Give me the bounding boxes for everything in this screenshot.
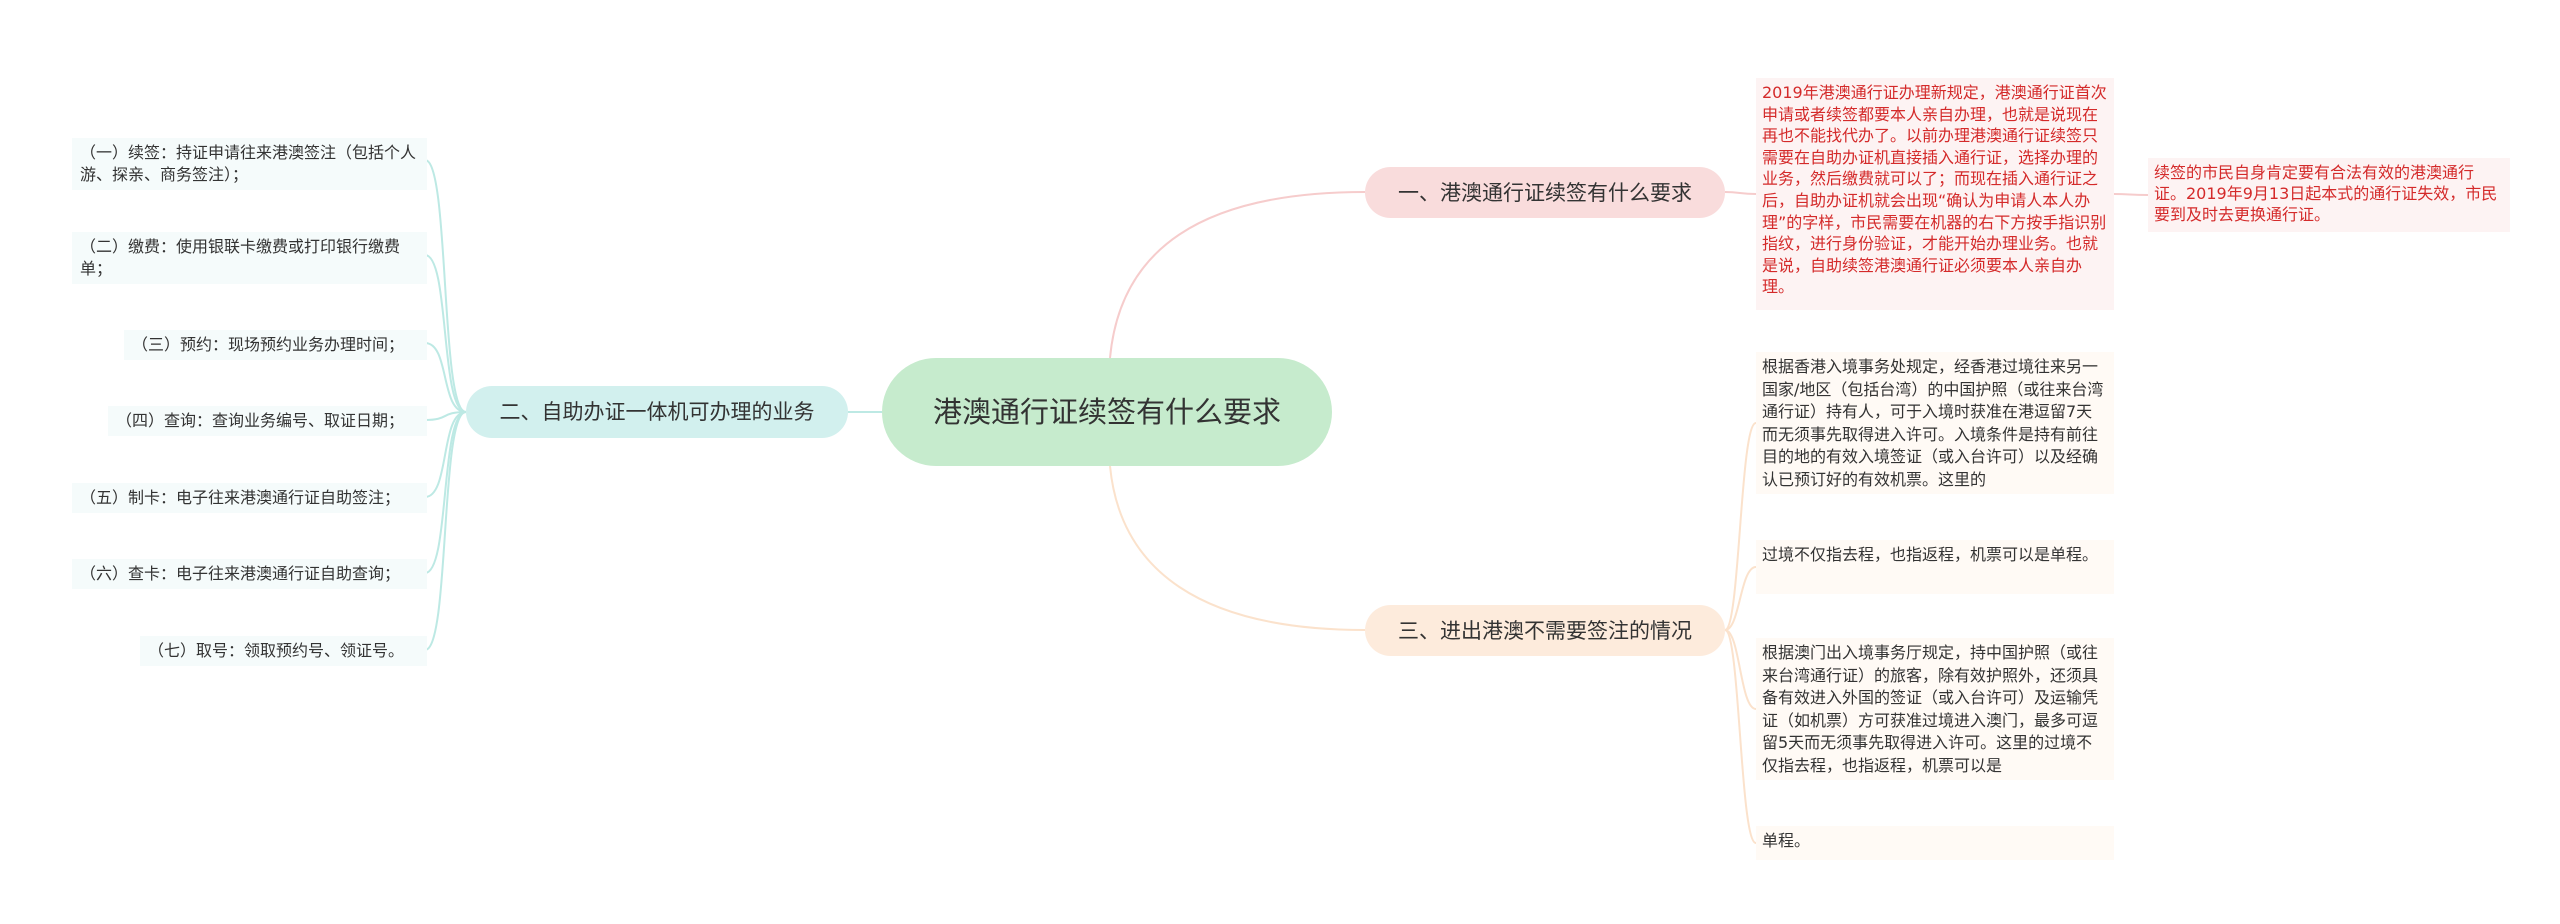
link-central-b1 [1109,191,1366,359]
branch-2-item-7[interactable]: （七）取号：领取预约号、领证号。 [140,636,427,666]
branch-1-leaf-text: 2019年港澳通行证办理新规定，港澳通行证首次申请或者续签都要本人亲自办理，也就… [1762,83,2107,297]
central-topic-label: 港澳通行证续签有什么要求 [932,395,1281,429]
branch-3-item-1-text: 根据香港入境事务处规定，经香港过境往来另一国家/地区（包括台湾）的中国护照（或往… [1762,357,2104,489]
branch-3-item-4[interactable]: 单程。 [1756,826,2114,860]
link-b1-leaf [1724,191,1757,195]
branch-1-label: 一、港澳通行证续签有什么要求 [1398,180,1692,205]
link-leaf-subleaf [2113,193,2149,196]
branch-3-item-3-text: 根据澳门出入境事务厅规定，持中国护照（或往来台湾通行证）的旅客，除有效护照外，还… [1762,643,2099,775]
branch-2-item-7-text: （七）取号：领取预约号、领证号。 [148,641,405,660]
branch-2-item-6-text: （六）查卡：电子往来港澳通行证自助查询； [80,564,401,583]
branch-2-item-3-text: （三）预约：现场预约业务办理时间； [132,335,405,354]
branch-2-topic[interactable]: 二、自助办证一体机可办理的业务 [466,386,848,438]
link-central-b3 [1109,465,1366,631]
branch-1-leaf[interactable]: 2019年港澳通行证办理新规定，港澳通行证首次申请或者续签都要本人亲自办理，也就… [1756,78,2114,310]
branch-2-item-1-text: （一）续签：持证申请往来港澳签注（包括个人游、探亲、商务签注）； [80,143,417,184]
branch-2-item-6[interactable]: （六）查卡：电子往来港澳通行证自助查询； [72,559,427,589]
branch-3-item-3[interactable]: 根据澳门出入境事务厅规定，持中国护照（或往来台湾通行证）的旅客，除有效护照外，还… [1756,638,2114,780]
branch-1-subleaf[interactable]: 续签的市民自身肯定要有合法有效的港澳通行证。2019年9月13日起本式的通行证失… [2148,158,2510,232]
branch-2-item-1[interactable]: （一）续签：持证申请往来港澳签注（包括个人游、探亲、商务签注）； [72,138,427,190]
branch-1-subleaf-text: 续签的市民自身肯定要有合法有效的港澳通行证。2019年9月13日起本式的通行证失… [2154,163,2498,224]
branch-2-item-4[interactable]: （四）查询：查询业务编号、取证日期； [108,406,427,436]
branch-3-label: 三、进出港澳不需要签注的情况 [1398,618,1692,643]
branch-2-item-3[interactable]: （三）预约：现场预约业务办理时间； [124,330,427,360]
branch-2-item-5[interactable]: （五）制卡：电子往来港澳通行证自助签注； [72,483,427,513]
central-topic[interactable]: 港澳通行证续签有什么要求 [882,358,1332,466]
branch-3-item-2-text: 过境不仅指去程，也指返程，机票可以是单程。 [1762,545,2099,564]
branch-2-item-5-text: （五）制卡：电子往来港澳通行证自助签注； [80,488,401,507]
branch-2-label: 二、自助办证一体机可办理的业务 [499,400,815,424]
branch-1-topic[interactable]: 一、港澳通行证续签有什么要求 [1365,167,1725,218]
branch-2-item-4-text: （四）查询：查询业务编号、取证日期； [116,411,405,430]
branch-2-item-2[interactable]: （二）缴费：使用银联卡缴费或打印银行缴费单； [72,232,427,284]
branch-2-item-2-text: （二）缴费：使用银联卡缴费或打印银行缴费单； [80,237,401,278]
branch-3-topic[interactable]: 三、进出港澳不需要签注的情况 [1365,605,1725,656]
branch-3-item-2[interactable]: 过境不仅指去程，也指返程，机票可以是单程。 [1756,540,2114,594]
branch-3-item-4-text: 单程。 [1762,831,1811,850]
branch-3-item-1[interactable]: 根据香港入境事务处规定，经香港过境往来另一国家/地区（包括台湾）的中国护照（或往… [1756,352,2114,494]
